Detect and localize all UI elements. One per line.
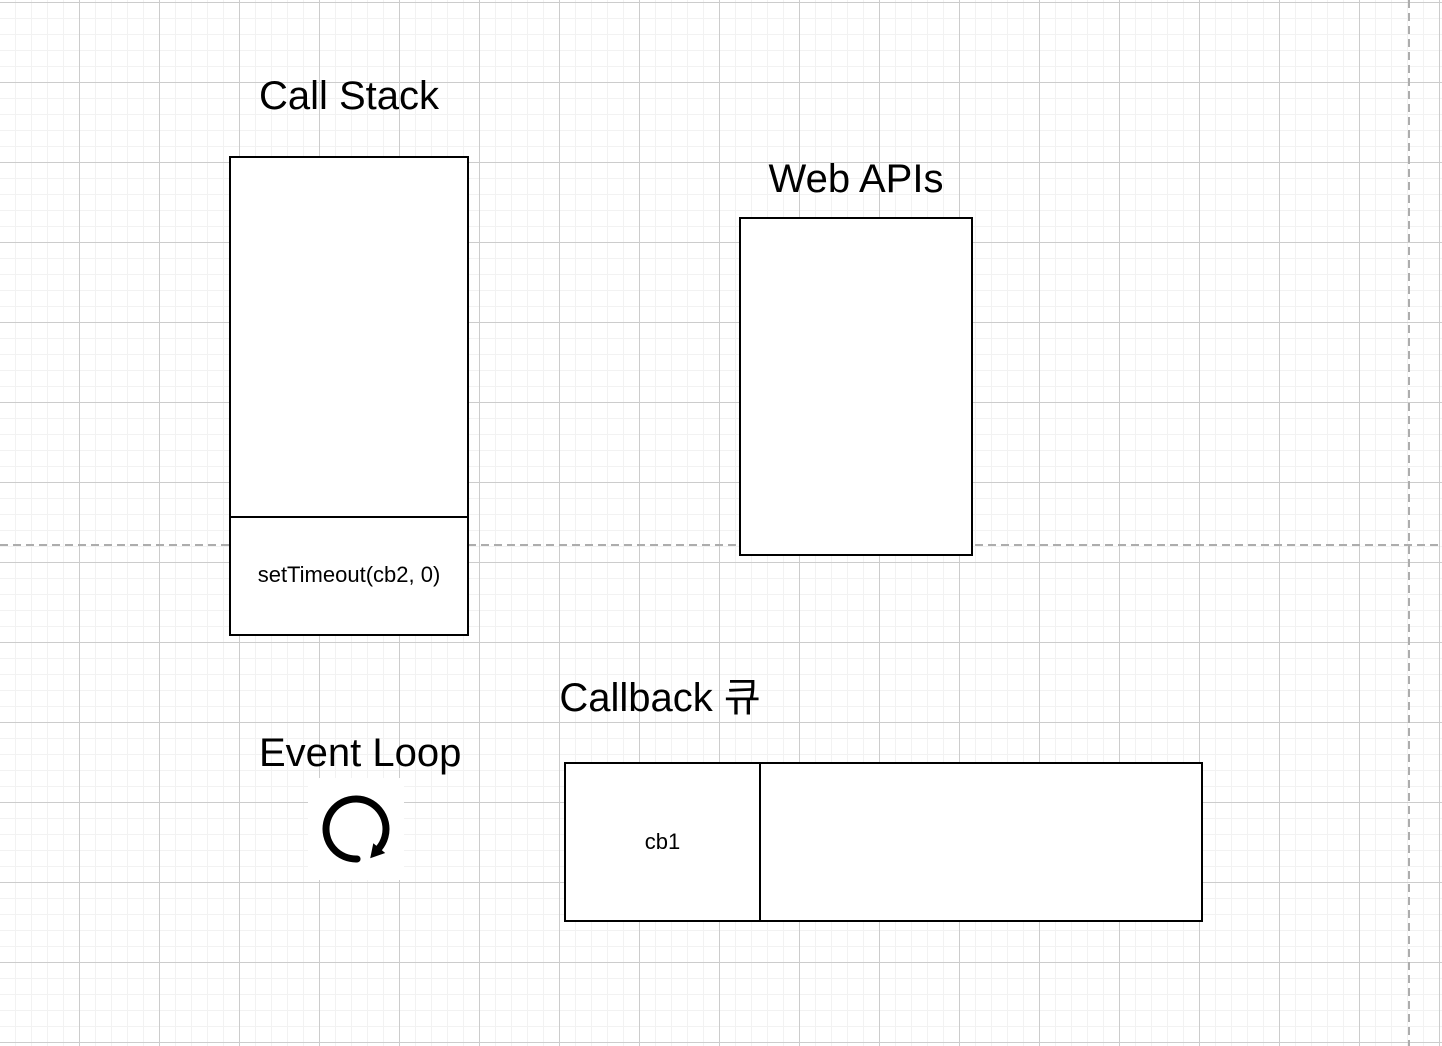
callback-queue-box[interactable]: cb1 <box>564 762 1203 922</box>
callback-queue-cell-divider <box>759 764 761 920</box>
callback-queue-title[interactable]: Callback 큐 <box>559 676 761 720</box>
clockwise-loop-arrow-icon <box>322 795 390 863</box>
callback-queue-item[interactable]: cb1 <box>644 828 681 854</box>
call-stack-frame-divider <box>231 516 467 518</box>
page-boundary-vertical-line <box>1408 0 1410 1046</box>
web-apis-title[interactable]: Web APIs <box>768 157 944 201</box>
event-loop-title[interactable]: Event Loop <box>259 731 462 775</box>
page-boundary-horizontal-line <box>0 544 1442 546</box>
web-apis-box[interactable] <box>739 217 973 556</box>
call-stack-frame[interactable]: setTimeout(cb2, 0) <box>257 561 441 587</box>
call-stack-title[interactable]: Call Stack <box>258 74 440 118</box>
call-stack-box[interactable]: setTimeout(cb2, 0) <box>229 156 469 636</box>
event-loop-shape[interactable] <box>308 778 404 880</box>
